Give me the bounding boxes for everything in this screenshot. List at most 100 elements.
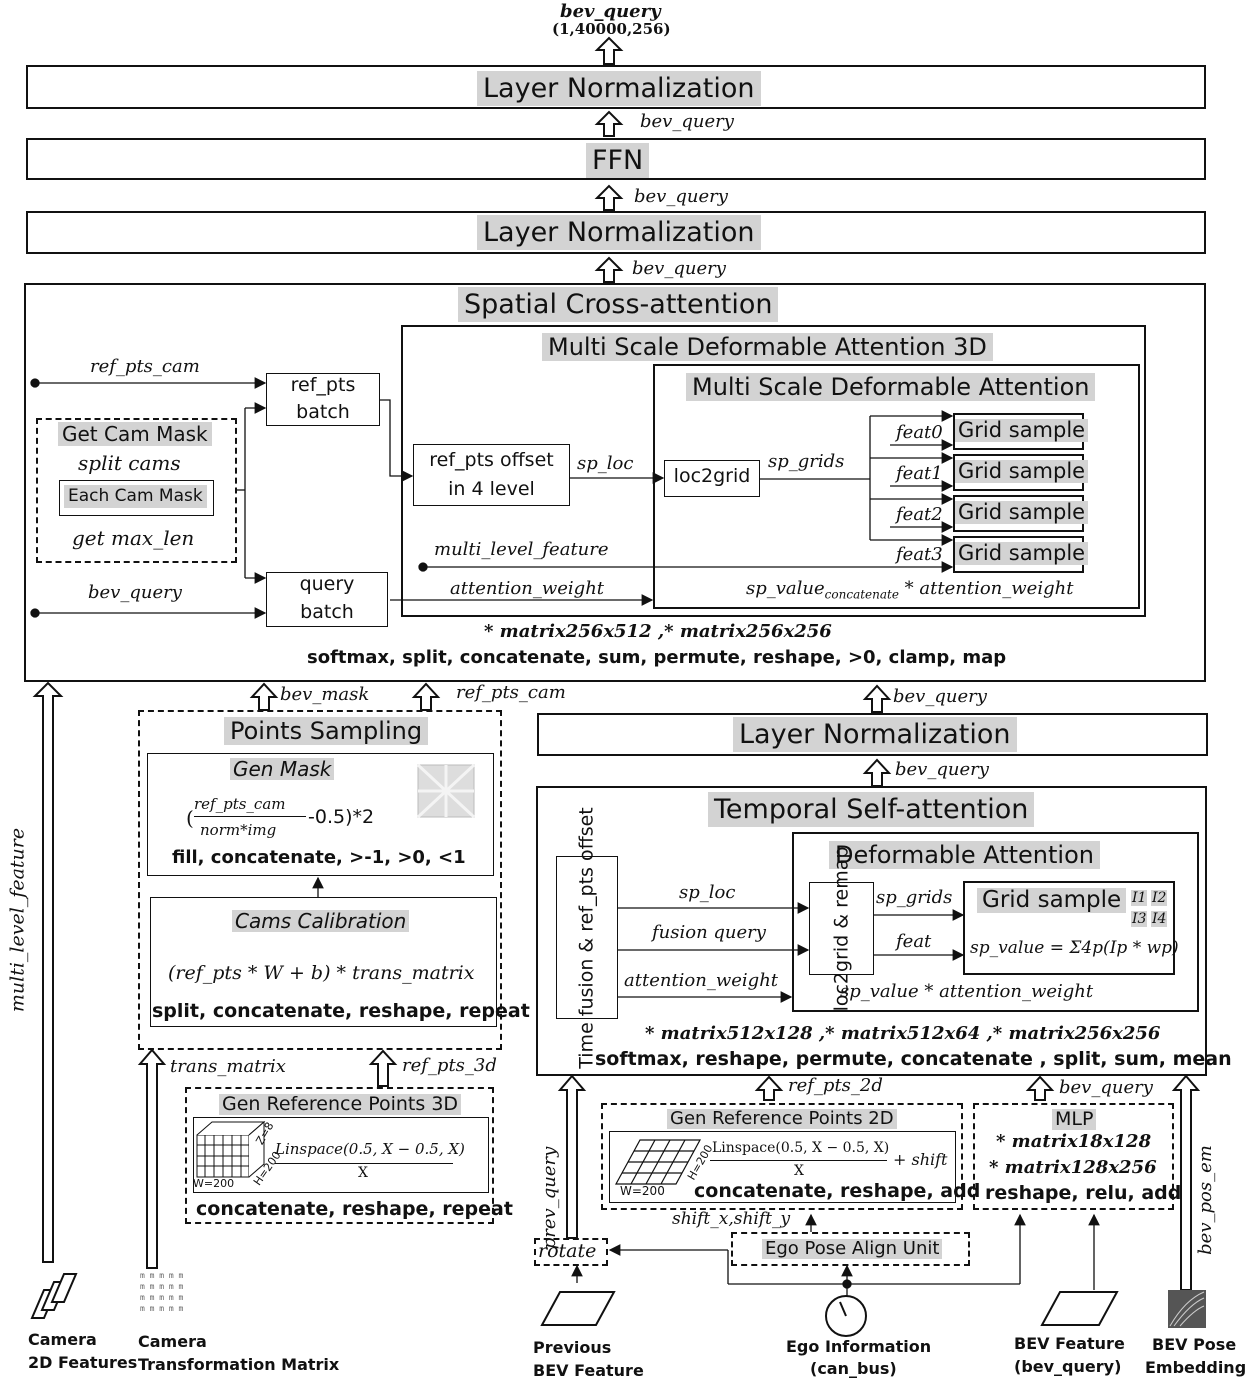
mask-ops: fill, concatenate, >-1, >0, <1 — [172, 847, 466, 868]
i-label-3: I3 — [1131, 911, 1148, 927]
input-camt-2: Transformation Matrix — [138, 1355, 340, 1374]
sp-value-attn: sp_value * attention_weight — [840, 981, 1094, 1002]
tsa-grid-sample-label: Grid sample — [977, 888, 1127, 913]
mlf-vertical-label: multi_level_feature — [6, 827, 29, 1013]
feat2-label: feat2 — [896, 504, 943, 525]
time-fusion-label: Time fusion & ref_pts offset — [575, 807, 598, 1069]
output-shape: (1,40000,256) — [552, 20, 671, 38]
cam-matrix-icon: m m m m m m m m m m m m m m m m m m m m — [140, 1271, 184, 1313]
calib-ops: split, concatenate, reshape, repeat — [152, 1000, 530, 1022]
msda-block — [653, 364, 1140, 609]
gen-ref-3d-block — [185, 1087, 494, 1224]
query-batch-line1: query — [299, 573, 355, 595]
ln3-input-label: bev_query — [895, 759, 989, 780]
ln2-input-label: bev_query — [632, 258, 726, 279]
sca-sp-loc-label: sp_loc — [577, 453, 634, 474]
query-batch-line2: batch — [300, 601, 354, 623]
msda3d-title: Multi Scale Deformable Attention 3D — [542, 333, 993, 361]
gen-ref-2d-bar — [710, 1160, 887, 1161]
ffn-input-label: bev_query — [634, 186, 728, 207]
gen-ref-2d-block — [601, 1103, 963, 1210]
svg-text:m m m m m: m m m m m — [140, 1271, 184, 1280]
svg-text:m m m m m: m m m m m — [140, 1282, 184, 1291]
sca-ops: softmax, split, concatenate, sum, permut… — [307, 647, 1007, 668]
ref-pts-batch-box — [266, 373, 380, 426]
trans-matrix-label: trans_matrix — [170, 1056, 286, 1077]
mlp-ops: reshape, relu, add — [985, 1182, 1182, 1204]
split-cams-label: split cams — [78, 451, 181, 475]
gen-ref-3d-inner — [193, 1117, 489, 1193]
gen-ref-2d-title: Gen Reference Points 2D — [667, 1109, 897, 1129]
gen-ref-3d-den: X — [358, 1165, 368, 1181]
output-label: bev_query — [560, 1, 661, 22]
input-prev-1: Previous — [533, 1338, 612, 1357]
sca-bev-query-label: bev_query — [88, 582, 182, 603]
cube-grid-icon — [196, 1120, 266, 1178]
grid-2d-icon — [614, 1139, 702, 1185]
layer-norm-title-top: Layer Normalization — [477, 71, 761, 106]
sca-ref-pts-cam-label: ref_pts_cam — [90, 356, 200, 377]
ref-offset-box — [413, 444, 570, 506]
mlp-m1: * matrix18x128 — [996, 1131, 1152, 1152]
grid-sample-label-0: Grid sample — [955, 419, 1089, 442]
input-bevf-1: BEV Feature — [1014, 1334, 1125, 1353]
grid-sample-label-2: Grid sample — [955, 501, 1089, 524]
spatial-cross-attention-block — [24, 283, 1206, 682]
input-bevf-2: (bev_query) — [1014, 1357, 1122, 1376]
gen-ref-2d-den: X — [794, 1163, 804, 1179]
tsa-sp-grids-label: sp_grids — [876, 887, 953, 908]
input-camt-1: Camera — [138, 1332, 207, 1351]
ref-pts-cam-label: ref_pts_cam — [456, 682, 566, 703]
sca-matrices: * matrix256x512 ,* matrix256x256 — [484, 621, 832, 642]
input-pos-1: BEV Pose — [1152, 1335, 1237, 1354]
ln1-input-label: bev_query — [640, 111, 734, 132]
msda-title: Multi Scale Deformable Attention — [686, 373, 1096, 401]
tsa-title: Temporal Self-attention — [708, 792, 1035, 827]
sca-title: Spatial Cross-attention — [458, 287, 779, 322]
ref-pts-batch-line1: ref_pts — [290, 374, 356, 396]
da-title: Deformable Attention — [829, 841, 1100, 869]
ref-pts-batch-line2: batch — [296, 401, 350, 423]
gen-ref-2d-ops: concatenate, reshape, add — [694, 1180, 981, 1202]
input-pos-2: Embedding — [1145, 1358, 1246, 1377]
input-ego-2: (can_bus) — [810, 1359, 897, 1378]
feat3-label: feat3 — [896, 544, 943, 565]
prev-query-label: prev_query — [539, 1146, 560, 1250]
calib-formula: (ref_pts * W + b) * trans_matrix — [168, 962, 475, 984]
mask-formula-rest: -0.5)*2 — [308, 806, 375, 828]
gen-ref-3d-bar — [275, 1163, 453, 1164]
time-fusion-box — [556, 856, 618, 1019]
loc2grid-remap-box — [809, 882, 874, 975]
tsa-bev-label: bev_query — [1059, 1077, 1153, 1098]
sp-value-formula: sp_value = Σ4p(Ip * wp) — [970, 938, 1179, 958]
pos-embedding-icon — [1168, 1290, 1206, 1328]
cams-calib-title: Cams Calibration — [232, 910, 410, 932]
rotate-label: rotate — [538, 1240, 597, 1262]
input-prev-2: BEV Feature — [533, 1361, 644, 1380]
grid-sample-label-3: Grid sample — [955, 542, 1089, 565]
input-ego-1: Ego Information — [786, 1337, 932, 1356]
points-sampling-block — [138, 710, 502, 1050]
gen-mask-box — [147, 753, 494, 876]
input-icons — [30, 1273, 1119, 1337]
mask-fraction-bar — [194, 816, 306, 817]
layer-norm-title-mid: Layer Normalization — [477, 215, 761, 250]
loc2grid-box — [664, 460, 760, 497]
bev-mask-label: bev_mask — [280, 684, 370, 705]
i-label-1: I1 — [1131, 890, 1148, 906]
mlp-block — [973, 1103, 1174, 1210]
gen-mask-title: Gen Mask — [230, 758, 335, 780]
temporal-self-attention-block — [536, 786, 1207, 1076]
svg-text:m m m m m: m m m m m — [140, 1304, 184, 1313]
gen-ref-2d-shift: + shift — [893, 1150, 948, 1169]
each-cam-mask-box — [59, 480, 214, 516]
sca-sp-value-expr: sp_valueconcatenate * attention_weight — [746, 578, 1074, 602]
gen-ref-3d-ops: concatenate, reshape, repeat — [196, 1198, 513, 1220]
sca-mlf-label: multi_level_feature — [434, 539, 609, 560]
layer-norm-title-right: Layer Normalization — [733, 717, 1017, 752]
tsa-attn-weight-label: attention_weight — [624, 970, 779, 991]
mlp-title: MLP — [1052, 1109, 1097, 1130]
grid-sample-label-1: Grid sample — [955, 460, 1089, 483]
